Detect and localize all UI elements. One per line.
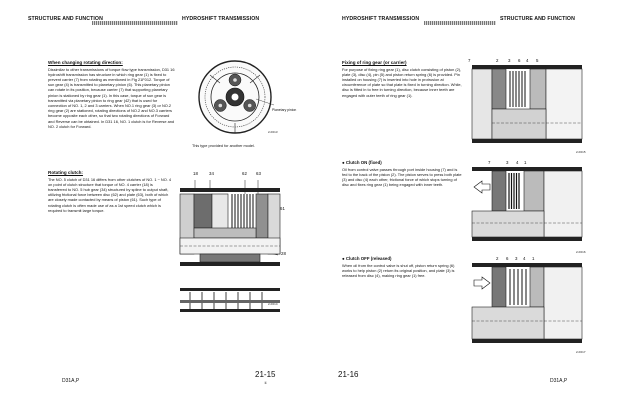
left-page: STRUCTURE AND FUNCTION HYDROSHIFT TRANSM… xyxy=(28,16,297,385)
section-title: Fixing of ring gear (or carrier) xyxy=(342,60,407,65)
clutch-on-figure xyxy=(471,167,583,241)
callout-7: 7 xyxy=(488,160,491,165)
footer-model: D31A,P xyxy=(62,378,80,384)
callout-61: 61 xyxy=(280,206,285,211)
callout-4: 4 xyxy=(516,160,519,165)
header-rule xyxy=(92,21,178,25)
page-number: 21-15 xyxy=(255,370,276,379)
callout-28: 28 xyxy=(281,251,286,256)
right-header-section: STRUCTURE AND FUNCTION xyxy=(500,16,575,22)
clutch-partial-figure xyxy=(180,288,280,312)
callout-3: 3 xyxy=(515,256,518,261)
page-number: 21-16 xyxy=(338,370,359,379)
callout-62: 62 xyxy=(242,171,247,176)
section-body: When oil from the control valve is shut … xyxy=(342,262,455,278)
footer-model: D31A,P xyxy=(550,378,568,384)
figure-code: 2-F014 xyxy=(268,302,278,306)
page-revision-mark: ① xyxy=(264,381,268,385)
section-body: Oil from control valve passes through po… xyxy=(342,166,462,188)
section-title: ● Clutch ON (fixed) xyxy=(342,160,382,165)
callout-5: 5 xyxy=(536,58,539,63)
text-block-changing-direction: When changing rotating direction: Dissim… xyxy=(48,60,176,129)
left-header-chapter: HYDROSHIFT TRANSMISSION xyxy=(182,16,260,22)
callout-3: 3 xyxy=(508,58,511,63)
figure-code: 2-F016 xyxy=(576,250,586,254)
text-block-clutch-off: ● Clutch OFF (released) When oil from th… xyxy=(342,256,462,278)
callout-2: 2 xyxy=(496,256,499,261)
rotating-clutch-section-figure xyxy=(179,180,281,266)
callout-7: 7 xyxy=(468,58,471,63)
callout-4: 4 xyxy=(526,58,529,63)
figure-code: 2-F013 xyxy=(268,130,278,134)
callout-4: 4 xyxy=(523,256,526,261)
callout-3: 3 xyxy=(506,160,509,165)
section-title: Rotating clutch: xyxy=(48,170,83,175)
right-header-chapter: HYDROSHIFT TRANSMISSION xyxy=(342,16,420,22)
planetary-gear-figure xyxy=(198,60,275,134)
section-body: Dissimilar to other transmissions of tor… xyxy=(48,66,175,129)
header-rule xyxy=(424,21,496,25)
callout-34: 34 xyxy=(209,171,214,176)
left-header-section: STRUCTURE AND FUNCTION xyxy=(28,16,103,22)
callout-1: 1 xyxy=(524,160,527,165)
section-body: The NO. 5 clutch of D31 16 differs from … xyxy=(48,176,172,213)
planetary-pinion-label: Planetary pinion xyxy=(272,108,297,112)
figure-code: 2-F017 xyxy=(576,350,586,354)
callout-2: 2 xyxy=(496,58,499,63)
callout-6: 6 xyxy=(518,58,521,63)
text-block-fixing-ring-gear: Fixing of ring gear (or carrier) For pur… xyxy=(342,60,464,98)
callout-6: 6 xyxy=(506,256,509,261)
disc-clutch-section-figure xyxy=(471,65,583,143)
clutch-off-figure xyxy=(471,263,583,343)
callout-1: 1 xyxy=(532,256,535,261)
figure-caption: This type provided for another model. xyxy=(192,144,255,148)
text-block-clutch-on: ● Clutch ON (fixed) Oil from control val… xyxy=(342,160,462,187)
section-title: When changing rotating direction: xyxy=(48,60,123,65)
figure-code: 2-F015 xyxy=(576,150,586,154)
callout-63: 63 xyxy=(256,171,261,176)
section-body: For purpose of fixing ring gear (1), dis… xyxy=(342,66,462,98)
text-block-rotating-clutch: Rotating clutch: The NO. 5 clutch of D31… xyxy=(48,170,172,213)
callout-18: 18 xyxy=(193,171,198,176)
section-title: ● Clutch OFF (released) xyxy=(342,256,392,261)
right-page: HYDROSHIFT TRANSMISSION STRUCTURE AND FU… xyxy=(310,0,620,400)
